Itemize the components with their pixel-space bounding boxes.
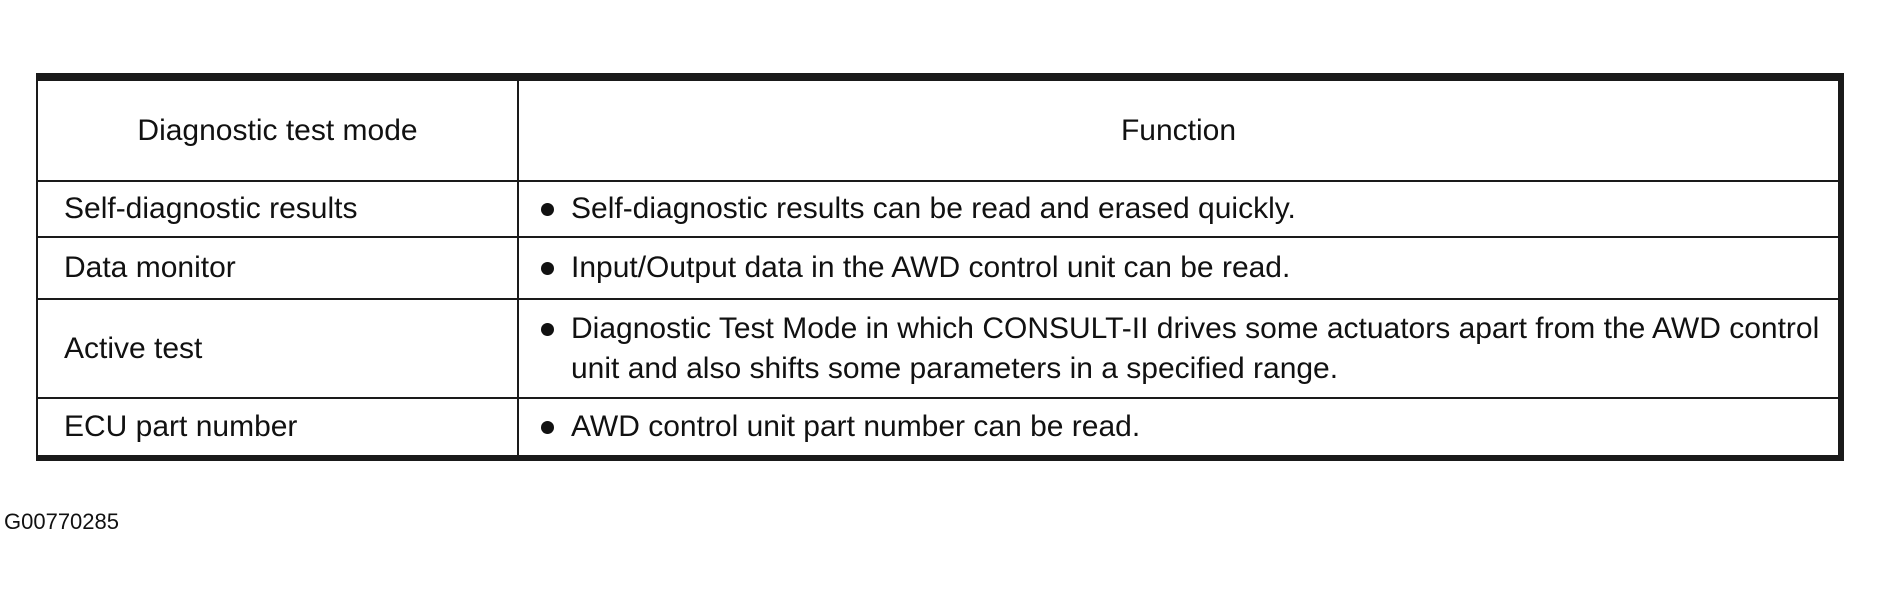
mode-cell: ECU part number <box>36 397 519 459</box>
table-row: Active test Diagnostic Test Mode in whic… <box>36 298 1842 399</box>
function-cell: Self-diagnostic results can be read and … <box>517 180 1842 238</box>
table-header-row: Diagnostic test mode Function <box>36 76 1842 182</box>
figure-id-label: G00770285 <box>4 509 119 534</box>
table-row: Data monitor Input/Output data in the AW… <box>36 236 1842 300</box>
mode-cell: Active test <box>36 298 519 399</box>
mode-cell: Data monitor <box>36 236 519 300</box>
function-bullet-item: Diagnostic Test Mode in which CONSULT-II… <box>519 309 1826 389</box>
function-cell: Input/Output data in the AWD control uni… <box>517 236 1842 300</box>
function-bullet-item: Self-diagnostic results can be read and … <box>519 189 1826 229</box>
function-text: Diagnostic Test Mode in which CONSULT-II… <box>571 311 1820 385</box>
header-diagnostic-test-mode: Diagnostic test mode <box>36 76 519 182</box>
function-bullet-item: Input/Output data in the AWD control uni… <box>519 248 1826 288</box>
header-function: Function <box>517 76 1842 182</box>
table-row: Self-diagnostic results Self-diagnostic … <box>36 180 1842 238</box>
function-cell: AWD control unit part number can be read… <box>517 397 1842 459</box>
function-bullet-item: AWD control unit part number can be read… <box>519 407 1826 447</box>
bullet-icon <box>541 421 554 434</box>
function-text: AWD control unit part number can be read… <box>571 410 1141 443</box>
function-text: Self-diagnostic results can be read and … <box>571 192 1296 225</box>
mode-cell: Self-diagnostic results <box>36 180 519 238</box>
bullet-icon <box>541 203 554 216</box>
diagnostic-mode-table-container: Diagnostic test mode Function Self-diagn… <box>36 73 1844 461</box>
diagnostic-mode-table: Diagnostic test mode Function Self-diagn… <box>36 73 1844 461</box>
bullet-icon <box>541 322 554 336</box>
function-cell: Diagnostic Test Mode in which CONSULT-II… <box>517 298 1842 399</box>
function-text: Input/Output data in the AWD control uni… <box>571 251 1291 284</box>
table-row: ECU part number AWD control unit part nu… <box>36 397 1842 459</box>
bullet-icon <box>541 262 554 275</box>
